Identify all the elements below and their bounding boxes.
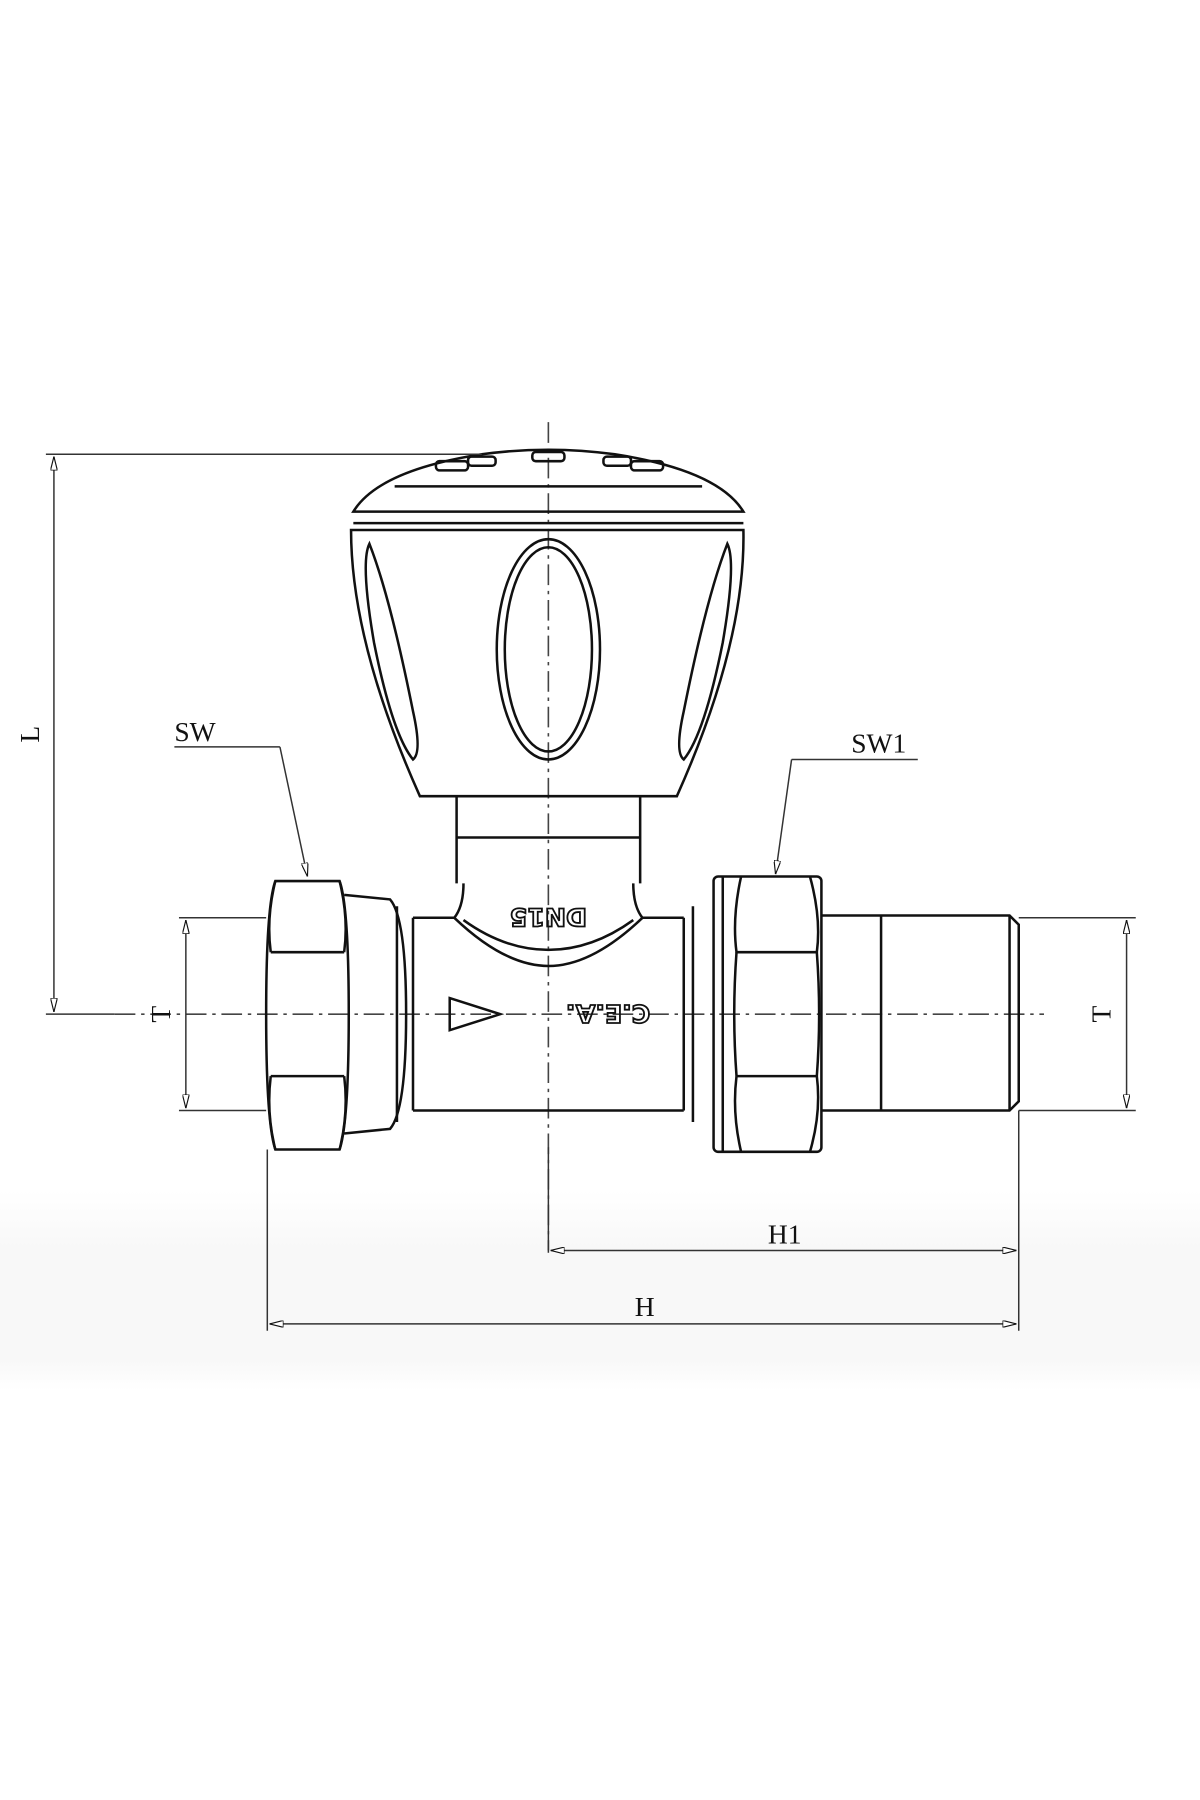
label-t-right: T	[1086, 1006, 1117, 1023]
label-sw1: SW1	[851, 728, 906, 759]
label-h: H	[635, 1291, 655, 1322]
brand-marking: C.E.A.	[566, 999, 650, 1028]
male-thread-tail	[821, 914, 1020, 1112]
valve-stem	[455, 796, 642, 884]
label-t-left: T	[145, 1006, 176, 1023]
right-hex-nut-sw1	[691, 875, 823, 1154]
dimension-l: L	[14, 453, 482, 1015]
dimension-t-right: T	[1018, 917, 1136, 1112]
left-hex-nut-sw	[264, 879, 351, 1151]
dimension-h: H	[266, 1149, 1017, 1331]
background-band	[0, 1190, 1200, 1390]
label-h1: H1	[768, 1219, 802, 1250]
flow-direction-arrow	[448, 996, 505, 1032]
valve-body: DN15 C.E.A.	[344, 883, 686, 1135]
body-marking-dn15: DN15	[510, 903, 587, 932]
leader-sw1: SW1	[776, 728, 918, 875]
label-sw: SW	[174, 716, 215, 747]
grip-marks	[434, 450, 665, 472]
dimension-h1: H1	[547, 1110, 1020, 1331]
dimension-t-left: T	[145, 917, 267, 1112]
handwheel	[349, 448, 746, 798]
label-l: L	[14, 726, 45, 743]
leader-sw: SW	[174, 716, 307, 876]
center-lines	[114, 422, 1044, 1251]
